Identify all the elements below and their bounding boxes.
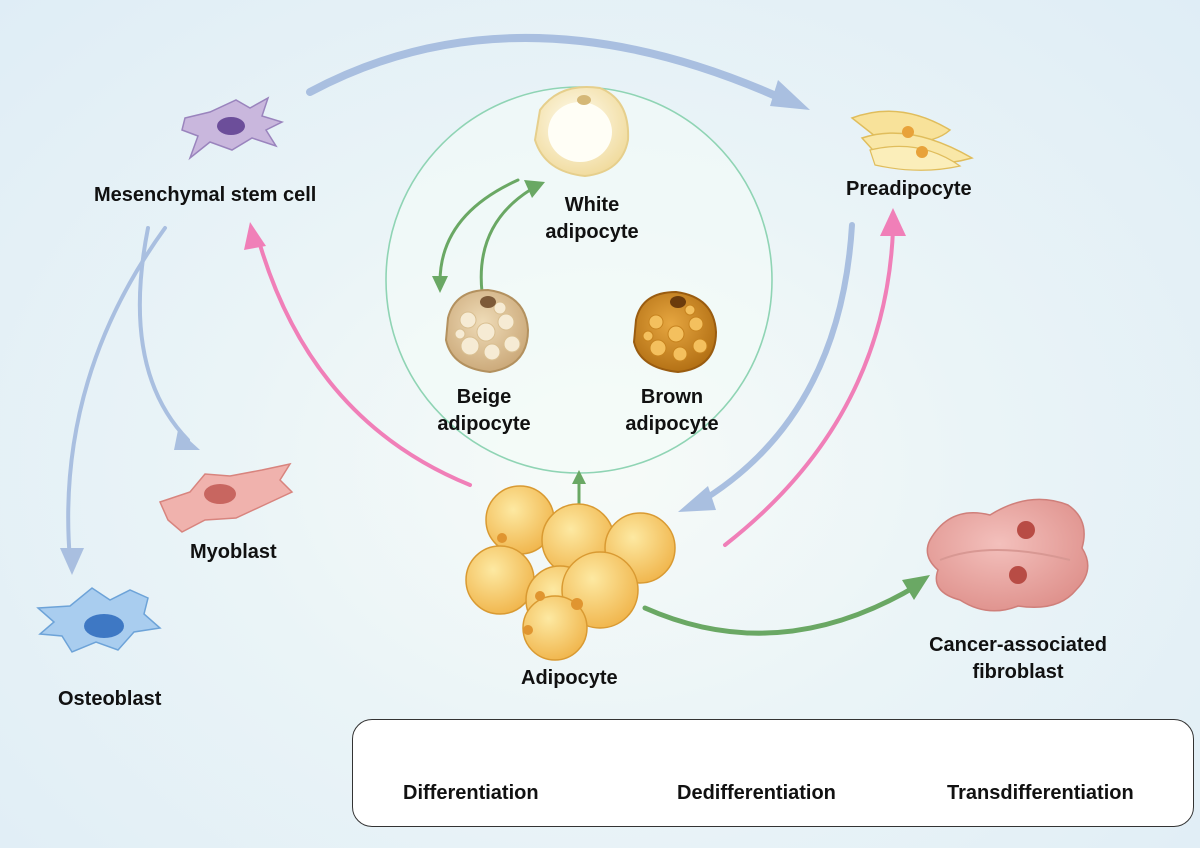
brown-adipocyte-icon — [632, 290, 718, 374]
label-myoblast: Myoblast — [190, 541, 277, 563]
beige-adipocyte-icon — [444, 288, 530, 374]
arrowhead-msc — [244, 222, 266, 250]
label-brown-line1: Brown — [640, 386, 704, 408]
label-preadipocyte: Preadipocyte — [846, 178, 972, 200]
label-beige-line1: Beige — [456, 386, 512, 408]
arrowhead-beige — [432, 276, 448, 293]
osteoblast-icon — [36, 587, 162, 653]
arrow-beige-to-white — [479, 188, 532, 294]
arrow-preadipocyte-to-adipocyte — [692, 222, 855, 508]
arrowhead-white — [524, 180, 545, 198]
arrow-adipocyte-to-preadipocyte — [723, 228, 895, 547]
label-caf-line1: Cancer-associated — [929, 634, 1107, 656]
arrowhead-caf — [902, 575, 930, 600]
caf-icon — [926, 498, 1089, 612]
legend-box: Differentiation Dedifferentiation Transd… — [352, 719, 1194, 827]
label-white-line2: adipocyte — [545, 221, 639, 243]
label-brown-line2: adipocyte — [625, 413, 719, 435]
arrowhead-myoblast — [174, 430, 200, 450]
arrowhead-ring — [572, 470, 586, 484]
differentiation-arrows — [66, 33, 855, 562]
arrow-msc-to-myoblast — [137, 226, 190, 442]
arrowhead-adipocyte — [678, 486, 716, 512]
label-mesenchymal-stem-cell: Mesenchymal stem cell — [94, 184, 317, 206]
label-beige-line2: adipocyte — [437, 413, 531, 435]
adipocyte-cluster-icon — [465, 485, 676, 661]
label-brown-adipocyte: Brown adipocyte — [616, 384, 728, 438]
arrow-adipocyte-to-msc — [256, 236, 472, 487]
legend-transdifferentiation-label: Transdifferentiation — [947, 782, 1134, 804]
mesenchymal-stem-cell-icon — [181, 96, 285, 161]
arrow-white-to-beige — [438, 178, 520, 284]
label-caf-line2: fibroblast — [972, 661, 1064, 683]
label-white-adipocyte: White adipocyte — [536, 192, 648, 246]
arrowhead-osteoblast — [60, 548, 84, 575]
white-adipocyte-icon — [533, 86, 630, 178]
arrowhead-preadipocyte-pink — [880, 208, 906, 236]
legend-differentiation-label: Differentiation — [403, 782, 539, 804]
label-caf: Cancer-associated fibroblast — [912, 632, 1124, 686]
legend-dedifferentiation-label: Dedifferentiation — [677, 782, 836, 804]
label-adipocyte: Adipocyte — [521, 667, 618, 689]
adipocyte-nuclei — [497, 533, 583, 635]
label-osteoblast: Osteoblast — [58, 688, 162, 710]
arrowhead-preadipocyte — [770, 80, 810, 110]
preadipocyte-icon — [850, 110, 974, 171]
arrow-msc-to-osteoblast — [66, 226, 167, 562]
myoblast-icon — [158, 462, 294, 533]
arrow-adipocyte-to-caf — [642, 582, 921, 636]
dedifferentiation-arrows — [256, 228, 895, 547]
arrow-msc-to-preadipocyte — [306, 33, 789, 104]
label-white-line1: White — [564, 194, 620, 216]
label-beige-adipocyte: Beige adipocyte — [428, 384, 540, 438]
